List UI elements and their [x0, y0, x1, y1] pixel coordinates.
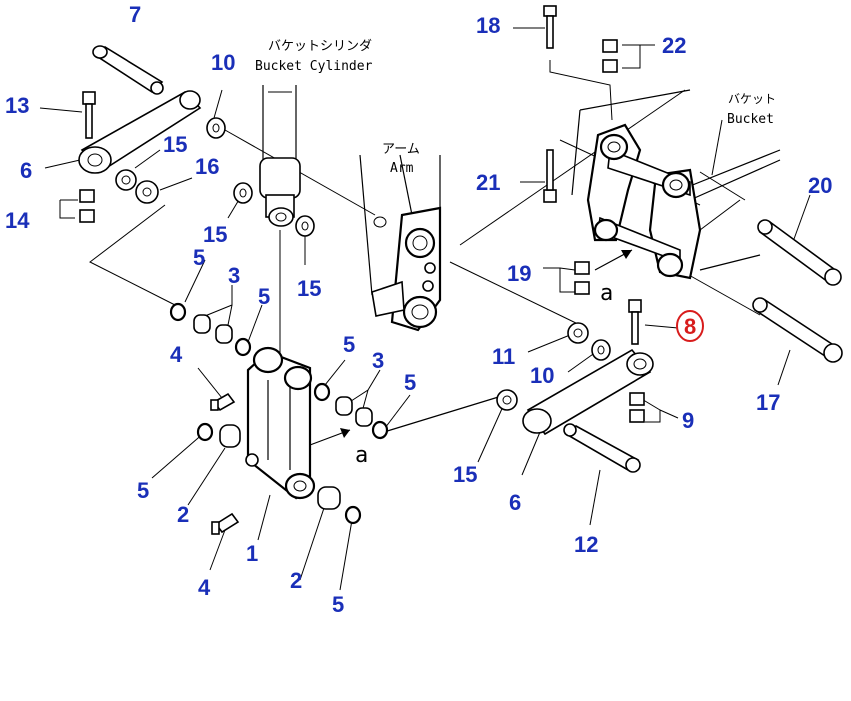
nuts-14 — [79, 189, 95, 223]
bucket-cylinder-label-en: Bucket Cylinder — [255, 59, 373, 74]
callout-6-right: 6 — [509, 490, 521, 515]
callout-14: 14 — [5, 208, 30, 233]
washer-15-b — [233, 182, 253, 204]
callout-22: 22 — [662, 33, 686, 58]
h-link-1 — [245, 346, 316, 500]
pin-12 — [563, 423, 641, 473]
callout-6-left: 6 — [20, 158, 32, 183]
callout-2-b: 2 — [290, 568, 302, 593]
washer-15-d — [496, 389, 518, 411]
pin-17 — [752, 297, 843, 363]
callouts: 7 13 6 14 15 16 10 15 15 5 3 5 4 5 3 5 5… — [5, 2, 832, 617]
bolt-18 — [543, 5, 557, 49]
nuts-9 — [629, 392, 645, 423]
callout-3-a: 3 — [228, 263, 240, 288]
fittings-4 — [210, 392, 240, 535]
callout-5-c: 5 — [343, 332, 355, 357]
washer-10-a — [206, 117, 226, 139]
callout-5-e: 5 — [137, 478, 149, 503]
washer-10-b — [591, 339, 611, 361]
washer-16 — [135, 180, 159, 204]
washer-15-a — [115, 169, 137, 191]
callout-9: 9 — [682, 408, 694, 433]
callout-7: 7 — [129, 2, 141, 27]
bucket-label-en: Bucket — [727, 112, 774, 127]
callout-5-f: 5 — [332, 592, 344, 617]
callout-5-b: 5 — [258, 284, 270, 309]
arm-label-jp: アーム — [382, 142, 420, 157]
callout-15-b: 15 — [203, 222, 227, 247]
washer-11 — [567, 322, 589, 344]
bucket-cylinder-label-jp: バケットシリンダ — [268, 39, 372, 54]
callout-13: 13 — [5, 93, 29, 118]
callout-10-b: 10 — [530, 363, 554, 388]
seals-5 — [169, 302, 389, 525]
callout-19: 19 — [507, 261, 531, 286]
arm — [359, 154, 442, 332]
callout-8: 8 — [684, 314, 696, 339]
bushing-2-b — [317, 486, 341, 510]
bushing-3-a — [193, 314, 211, 334]
bucket — [571, 89, 781, 280]
callout-5-d: 5 — [404, 370, 416, 395]
bushing-3-b — [215, 324, 233, 344]
callout-3-b: 3 — [372, 348, 384, 373]
link-6-left — [78, 90, 202, 174]
callout-15-d: 15 — [453, 462, 477, 487]
callout-15-a: 15 — [163, 132, 187, 157]
reference-a-right: a — [600, 281, 613, 306]
bushing-3-d — [355, 407, 373, 427]
callout-10-a: 10 — [211, 50, 235, 75]
bolt-13 — [82, 91, 96, 139]
callout-5-a: 5 — [193, 245, 205, 270]
callout-20: 20 — [808, 173, 832, 198]
callout-2-a: 2 — [177, 502, 189, 527]
bucket-label-jp: バケット — [728, 92, 776, 106]
callout-12: 12 — [574, 532, 598, 557]
nuts-22 — [602, 39, 618, 73]
callout-15-c: 15 — [297, 276, 321, 301]
callout-4-b: 4 — [198, 575, 211, 600]
link-6-right — [522, 348, 654, 436]
callout-4-a: 4 — [170, 342, 183, 367]
pin-20 — [757, 219, 842, 286]
callout-18: 18 — [476, 13, 500, 38]
callout-21: 21 — [476, 170, 500, 195]
callout-17: 17 — [756, 390, 780, 415]
reference-a-left: a — [355, 443, 368, 468]
callout-11: 11 — [492, 344, 515, 369]
highlighted-callout-8: 8 — [676, 310, 704, 342]
callout-16: 16 — [195, 154, 219, 179]
bolt-8 — [628, 299, 642, 345]
pin-7 — [92, 45, 164, 95]
callout-1: 1 — [246, 541, 258, 566]
nuts-19 — [574, 261, 590, 295]
bolt-21 — [543, 149, 557, 203]
bushing-3-c — [335, 396, 353, 416]
bushing-2-a — [219, 424, 241, 448]
washer-15-c — [295, 215, 315, 237]
arm-label-en: Arm — [390, 161, 414, 176]
bucket-cylinder — [259, 85, 301, 227]
